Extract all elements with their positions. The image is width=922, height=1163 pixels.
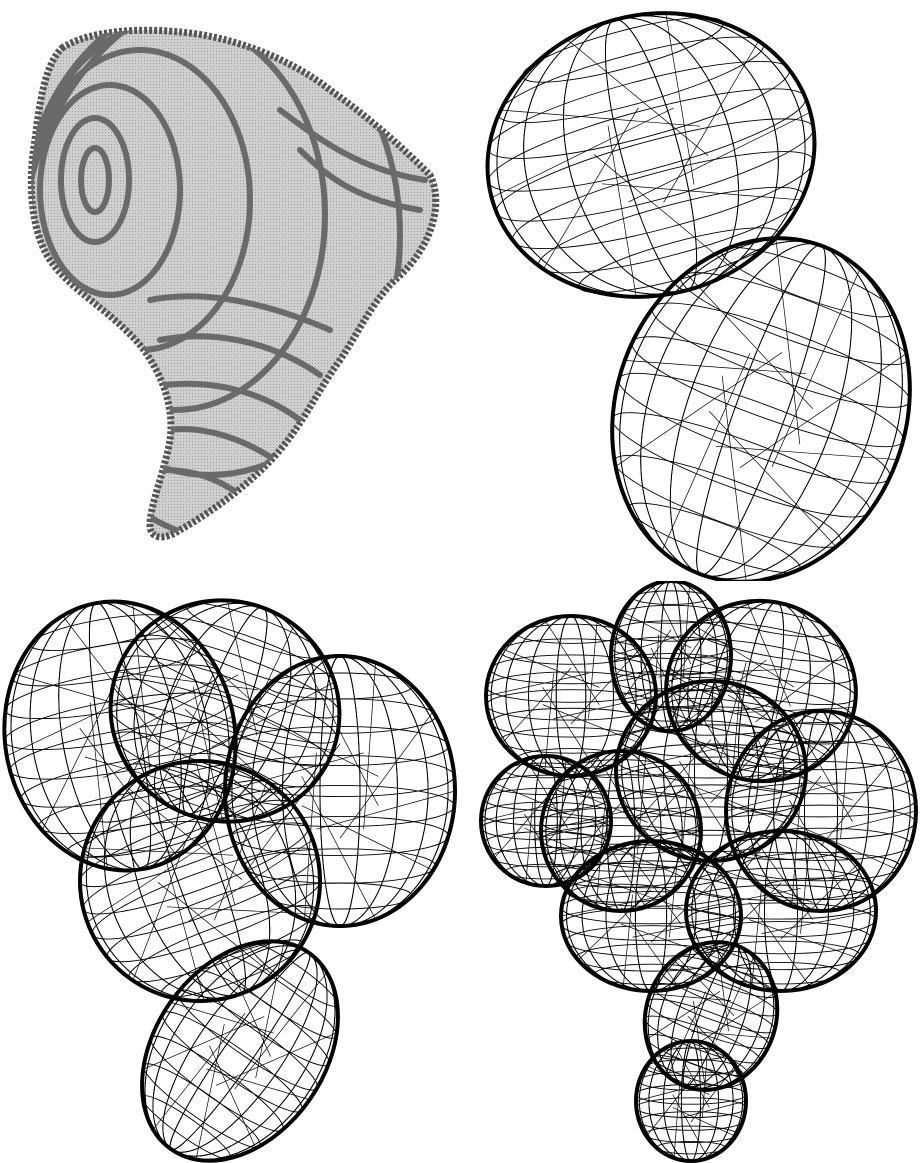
wireframe-ellipsoid	[726, 711, 916, 911]
two-ellipsoid-wireframe-panel	[461, 0, 922, 581]
five-ellipsoid-wireframe-panel	[0, 581, 461, 1163]
wireframe-ellipsoid	[565, 196, 922, 581]
wireframe-ellipsoid	[46, 727, 354, 1035]
eleven-ellipsoid-wireframe	[461, 581, 922, 1163]
two-ellipsoid-wireframe	[461, 0, 922, 581]
voxel-shape-rendering	[0, 0, 461, 581]
wireframe-ellipsoid	[686, 831, 876, 991]
eleven-ellipsoid-wireframe-panel	[461, 581, 922, 1163]
five-ellipsoid-wireframe	[0, 581, 461, 1163]
wireframe-ellipsoid	[636, 1041, 746, 1161]
voxel-shape-panel	[0, 0, 461, 581]
